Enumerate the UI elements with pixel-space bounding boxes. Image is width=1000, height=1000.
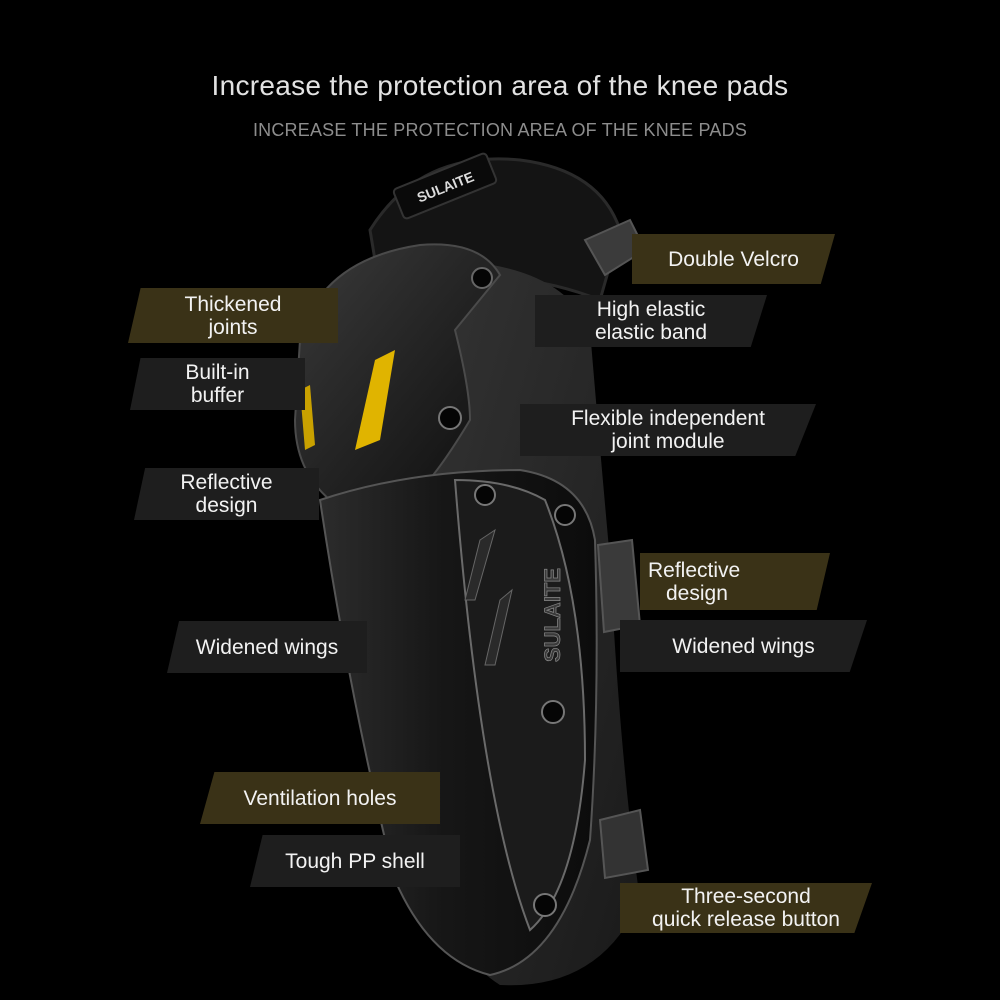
label-double-velcro: Double Velcro bbox=[632, 234, 835, 284]
shell-logo: SULAITE bbox=[540, 568, 565, 662]
label-reflective-design-left: Reflective design bbox=[134, 468, 319, 520]
label-quick-release-button: Three-second quick release button bbox=[620, 883, 872, 933]
page-title: Increase the protection area of the knee… bbox=[211, 70, 789, 101]
label-ventilation-holes: Ventilation holes bbox=[200, 772, 440, 824]
label-widened-wings-left: Widened wings bbox=[167, 621, 367, 673]
label-widened-wings-right: Widened wings bbox=[620, 620, 867, 672]
label-tough-pp-shell: Tough PP shell bbox=[250, 835, 460, 887]
label-high-elastic-band: High elastic elastic band bbox=[535, 295, 767, 347]
label-thickened-joints: Thickened joints bbox=[128, 288, 338, 343]
page-subtitle: INCREASE THE PROTECTION AREA OF THE KNEE… bbox=[252, 120, 748, 140]
label-built-in-buffer: Built-in buffer bbox=[130, 358, 305, 410]
reflective-strip bbox=[355, 350, 395, 450]
label-reflective-design-right: Reflective design bbox=[640, 553, 830, 610]
label-flexible-joint-module: Flexible independent joint module bbox=[520, 404, 816, 456]
